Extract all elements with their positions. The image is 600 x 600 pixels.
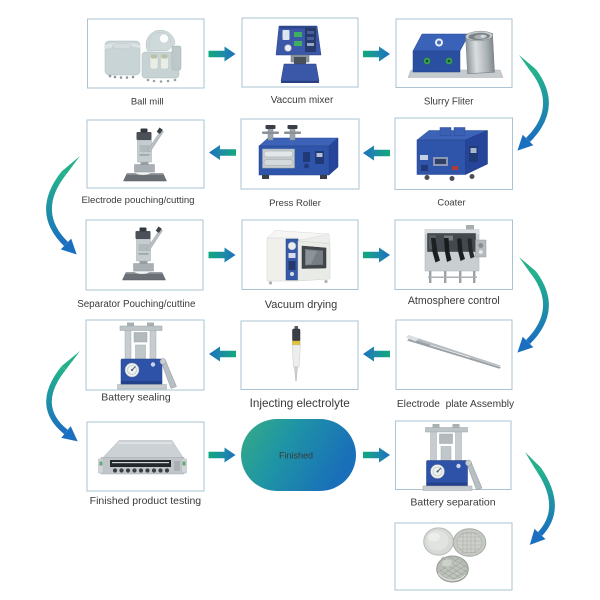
svg-text:Battery separation: Battery separation bbox=[410, 496, 495, 508]
svg-text:Finished product testing: Finished product testing bbox=[90, 495, 202, 507]
svg-text:Vacuum drying: Vacuum drying bbox=[265, 299, 338, 311]
svg-text:Finished: Finished bbox=[279, 451, 313, 461]
svg-text:Vaccum mixer: Vaccum mixer bbox=[271, 95, 334, 106]
svg-text:Ball mill: Ball mill bbox=[131, 97, 164, 108]
svg-text:Electrode plate Assembly: Electrode plate Assembly bbox=[397, 399, 515, 410]
svg-text:Slurry Fliter: Slurry Fliter bbox=[424, 96, 474, 107]
svg-text:Separator Pouching/cuttine: Separator Pouching/cuttine bbox=[77, 299, 196, 310]
svg-text:Electrode pouching/cutting: Electrode pouching/cutting bbox=[81, 195, 194, 206]
svg-text:Injecting electrolyte: Injecting electrolyte bbox=[250, 397, 350, 410]
svg-text:Press Roller: Press Roller bbox=[269, 198, 321, 209]
svg-text:Atmosphere control: Atmosphere control bbox=[408, 295, 500, 307]
svg-text:Coater: Coater bbox=[437, 197, 465, 208]
svg-text:Battery sealing: Battery sealing bbox=[101, 392, 171, 404]
